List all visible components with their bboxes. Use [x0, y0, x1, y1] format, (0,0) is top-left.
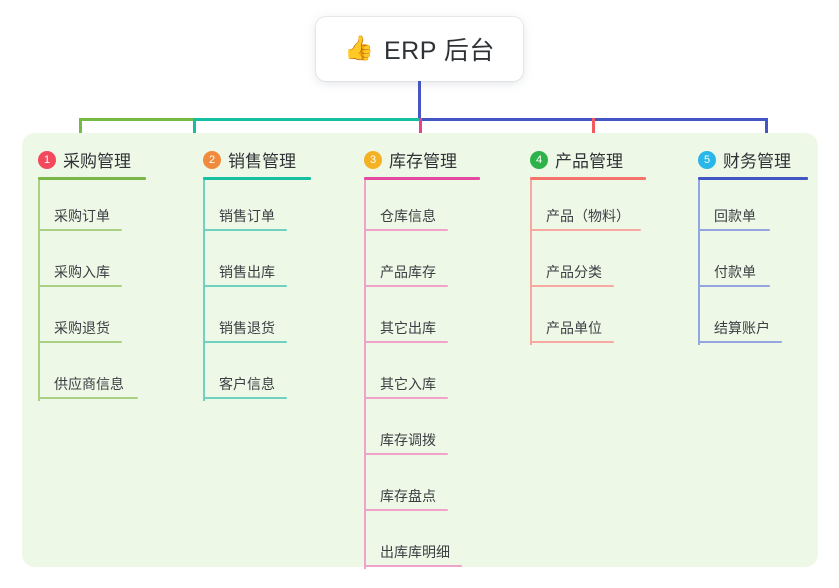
leaf-underline — [364, 341, 448, 343]
leaf-underline — [38, 285, 122, 287]
column-spine-1 — [38, 180, 40, 401]
leaf-underline — [364, 453, 448, 455]
column-underline-3 — [364, 177, 480, 180]
trunk-segment-2 — [193, 118, 419, 121]
leaf-underline — [530, 285, 614, 287]
root-node[interactable]: 👍 ERP 后台 — [316, 17, 523, 81]
leaf-underline — [203, 341, 287, 343]
column-header-2[interactable]: 2 销售管理 — [203, 133, 296, 191]
leaf-label: 产品单位 — [546, 320, 602, 336]
leaf-label: 供应商信息 — [54, 376, 124, 392]
root-title: ERP 后台 — [383, 37, 495, 65]
leaf-underline — [698, 229, 770, 231]
leaf-underline — [203, 397, 287, 399]
column-underline-4 — [530, 177, 646, 180]
leaf-underline — [530, 229, 641, 231]
column-2: 2 销售管理销售订单销售出库销售退货客户信息 — [203, 133, 311, 401]
leaf-underline — [364, 565, 462, 567]
column-badge-2: 2 — [203, 150, 221, 169]
leaf-label: 产品分类 — [546, 264, 602, 280]
column-3: 3 库存管理仓库信息产品库存其它出库其它入库库存调拨库存盘点出库库明细 — [364, 133, 480, 569]
drop-line-1 — [79, 118, 82, 147]
leaf-underline — [38, 341, 122, 343]
column-underline-1 — [38, 177, 146, 180]
trunk-segment-1 — [79, 118, 193, 121]
column-spine-4 — [530, 180, 532, 345]
leaf-label: 采购订单 — [54, 208, 110, 224]
leaf-label: 客户信息 — [219, 376, 275, 392]
leaf-label: 其它入库 — [380, 376, 436, 392]
column-title-4: 产品管理 — [555, 152, 623, 171]
leaf-label: 付款单 — [714, 264, 756, 280]
leaf-underline — [203, 229, 287, 231]
drop-line-5 — [765, 118, 768, 147]
leaf-underline — [364, 229, 448, 231]
column-title-2: 销售管理 — [228, 152, 296, 171]
leaf-label: 回款单 — [714, 208, 756, 224]
leaf-label: 销售出库 — [219, 264, 275, 280]
column-header-4[interactable]: 4 产品管理 — [530, 133, 623, 191]
leaf-label: 其它出库 — [380, 320, 436, 336]
column-title-1: 采购管理 — [63, 152, 131, 171]
leaf-label: 库存盘点 — [380, 488, 436, 504]
drop-line-3 — [419, 118, 422, 147]
leaf-underline — [364, 285, 448, 287]
column-underline-2 — [203, 177, 311, 180]
leaf-label: 销售退货 — [219, 320, 275, 336]
leaf-underline — [698, 285, 770, 287]
column-badge-4: 4 — [530, 150, 548, 169]
column-title-5: 财务管理 — [723, 152, 791, 171]
column-title-3: 库存管理 — [389, 152, 457, 171]
column-4: 4 产品管理产品（物料） 产品分类产品单位 — [530, 133, 646, 345]
column-badge-5: 5 — [698, 150, 716, 169]
root-stem — [418, 81, 421, 121]
leaf-underline — [530, 341, 614, 343]
leaf-underline — [38, 397, 138, 399]
column-1: 1 采购管理采购订单采购入库采购退货供应商信息 — [38, 133, 146, 401]
leaf-underline — [38, 229, 122, 231]
column-header-5[interactable]: 5 财务管理 — [698, 133, 791, 191]
leaf-underline — [364, 509, 448, 511]
leaf-label: 产品库存 — [380, 264, 436, 280]
leaf-underline — [203, 285, 287, 287]
leaf-label: 采购退货 — [54, 320, 110, 336]
leaf-label: 库存调拨 — [380, 432, 436, 448]
category-panel: 1 采购管理采购订单采购入库采购退货供应商信息 2 销售管理销售订单销售出库销售退货客… — [22, 133, 818, 569]
leaf-label: 出库库明细 — [380, 544, 450, 560]
leaf-underline — [364, 397, 448, 399]
column-header-3[interactable]: 3 库存管理 — [364, 133, 457, 191]
column-spine-5 — [698, 180, 700, 345]
column-underline-5 — [698, 177, 808, 180]
drop-line-2 — [193, 118, 196, 147]
leaf-label: 产品（物料） — [546, 208, 630, 224]
column-badge-3: 3 — [364, 150, 382, 169]
thumbs-up-icon: 👍 — [344, 35, 374, 62]
column-badge-1: 1 — [38, 150, 56, 169]
drop-line-4 — [592, 118, 595, 147]
leaf-label: 仓库信息 — [380, 208, 436, 224]
column-spine-3 — [364, 180, 366, 569]
column-5: 5 财务管理回款单付款单结算账户 — [698, 133, 808, 345]
leaf-label: 销售订单 — [219, 208, 275, 224]
leaf-underline — [698, 341, 782, 343]
column-spine-2 — [203, 180, 205, 401]
leaf-label: 结算账户 — [714, 320, 770, 336]
column-header-1[interactable]: 1 采购管理 — [38, 133, 131, 191]
leaf-label: 采购入库 — [54, 264, 110, 280]
